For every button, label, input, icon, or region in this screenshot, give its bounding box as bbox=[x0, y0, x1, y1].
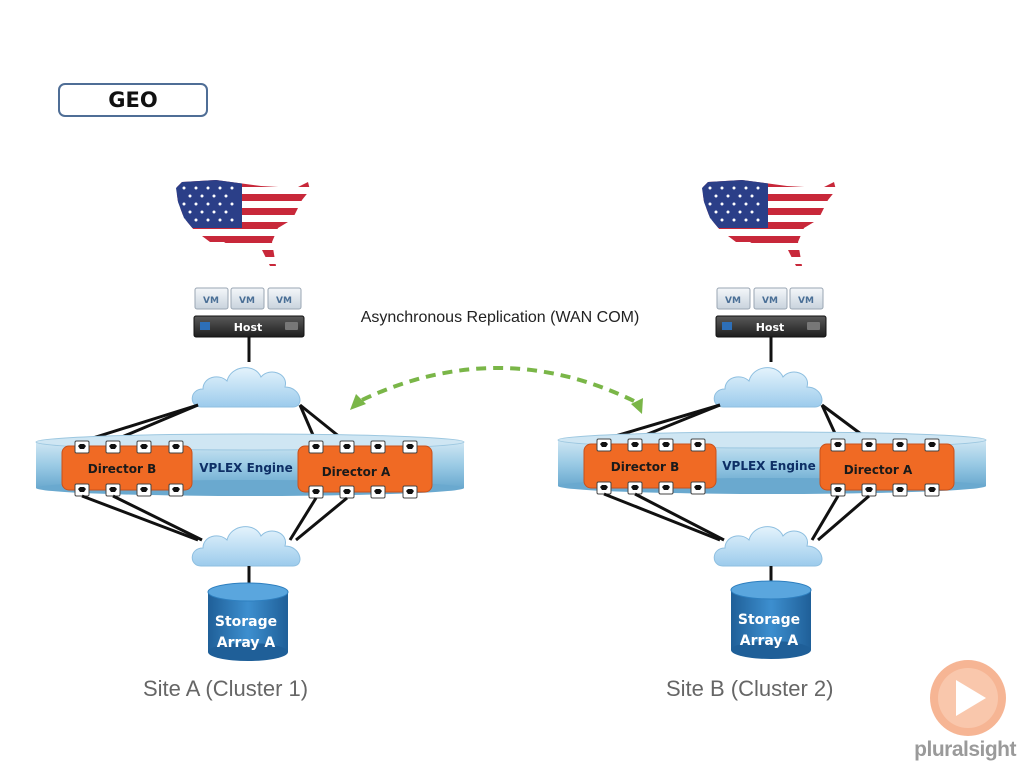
brand-wordmark: pluralsight bbox=[914, 738, 1016, 761]
site-b-cluster: VM VM VM Host Director B VPLEX Engine bbox=[557, 180, 987, 659]
site-a-label: Site A (Cluster 1) bbox=[143, 676, 309, 701]
async-replication-arrow bbox=[350, 366, 643, 414]
play-logo-icon bbox=[930, 660, 1006, 736]
director-b-label: Director B bbox=[88, 462, 156, 476]
port-icon bbox=[830, 483, 846, 497]
storage-label-line1: Storage bbox=[738, 612, 800, 628]
site-a-cluster: VM VM VM Host Di bbox=[35, 180, 465, 661]
port-icon bbox=[627, 481, 643, 495]
port-icon bbox=[402, 440, 418, 454]
storage-label-line2: Array A bbox=[217, 635, 276, 651]
vm-label: VM bbox=[762, 296, 778, 306]
port-icon bbox=[105, 440, 121, 454]
port-icon bbox=[892, 438, 908, 452]
port-icon bbox=[168, 483, 184, 497]
vm-label: VM bbox=[239, 296, 255, 306]
port-icon bbox=[74, 483, 90, 497]
site-b-label: Site B (Cluster 2) bbox=[666, 676, 834, 701]
port-icon bbox=[370, 440, 386, 454]
director-b-label: Director B bbox=[611, 460, 679, 474]
host-server-icon: Host bbox=[715, 315, 827, 338]
port-icon bbox=[74, 440, 90, 454]
port-icon bbox=[402, 485, 418, 499]
host-server-icon: Host bbox=[193, 315, 305, 338]
vm-label: VM bbox=[203, 296, 219, 306]
port-icon bbox=[136, 440, 152, 454]
port-icon bbox=[339, 440, 355, 454]
port-icon bbox=[370, 485, 386, 499]
port-icon bbox=[596, 481, 612, 495]
port-icon bbox=[105, 483, 121, 497]
usa-flag-map-icon bbox=[176, 180, 316, 271]
slide-title: GEO bbox=[58, 83, 208, 117]
vm-group: VM VM VM bbox=[194, 287, 302, 310]
storage-label-line2: Array A bbox=[740, 633, 799, 649]
director-a-block bbox=[297, 445, 433, 493]
port-icon bbox=[892, 483, 908, 497]
cloud-network-icon bbox=[191, 526, 301, 567]
port-icon bbox=[924, 483, 940, 497]
cloud-network-icon bbox=[713, 526, 823, 567]
host-label: Host bbox=[234, 321, 263, 334]
port-icon bbox=[308, 485, 324, 499]
port-icon bbox=[658, 481, 674, 495]
vm-label: VM bbox=[798, 296, 814, 306]
replication-label: Asynchronous Replication (WAN COM) bbox=[360, 309, 640, 326]
director-a-label: Director A bbox=[844, 463, 913, 477]
port-icon bbox=[658, 438, 674, 452]
vm-label: VM bbox=[276, 296, 292, 306]
director-a-block bbox=[819, 443, 955, 491]
port-icon bbox=[596, 438, 612, 452]
port-icon bbox=[690, 438, 706, 452]
engine-label: VPLEX Engine bbox=[199, 461, 292, 475]
port-icon bbox=[136, 483, 152, 497]
engine-label: VPLEX Engine bbox=[722, 459, 815, 473]
port-icon bbox=[924, 438, 940, 452]
cloud-network-icon bbox=[191, 367, 301, 408]
director-b-block bbox=[61, 445, 193, 491]
vm-group: VM VM VM bbox=[716, 287, 824, 310]
port-icon bbox=[339, 485, 355, 499]
director-b-block bbox=[583, 443, 717, 489]
storage-cylinder-icon: Storage Array A bbox=[730, 580, 812, 659]
director-a-label: Director A bbox=[322, 465, 391, 479]
port-icon bbox=[308, 440, 324, 454]
cloud-network-icon bbox=[713, 367, 823, 408]
port-icon bbox=[861, 483, 877, 497]
vm-label: VM bbox=[725, 296, 741, 306]
storage-label-line1: Storage bbox=[215, 614, 277, 630]
port-icon bbox=[690, 481, 706, 495]
port-icon bbox=[168, 440, 184, 454]
port-icon bbox=[627, 438, 643, 452]
storage-cylinder-icon: Storage Array A bbox=[207, 582, 289, 661]
port-icon bbox=[861, 438, 877, 452]
port-icon bbox=[830, 438, 846, 452]
host-label: Host bbox=[756, 321, 785, 334]
usa-flag-map-icon bbox=[702, 180, 842, 271]
